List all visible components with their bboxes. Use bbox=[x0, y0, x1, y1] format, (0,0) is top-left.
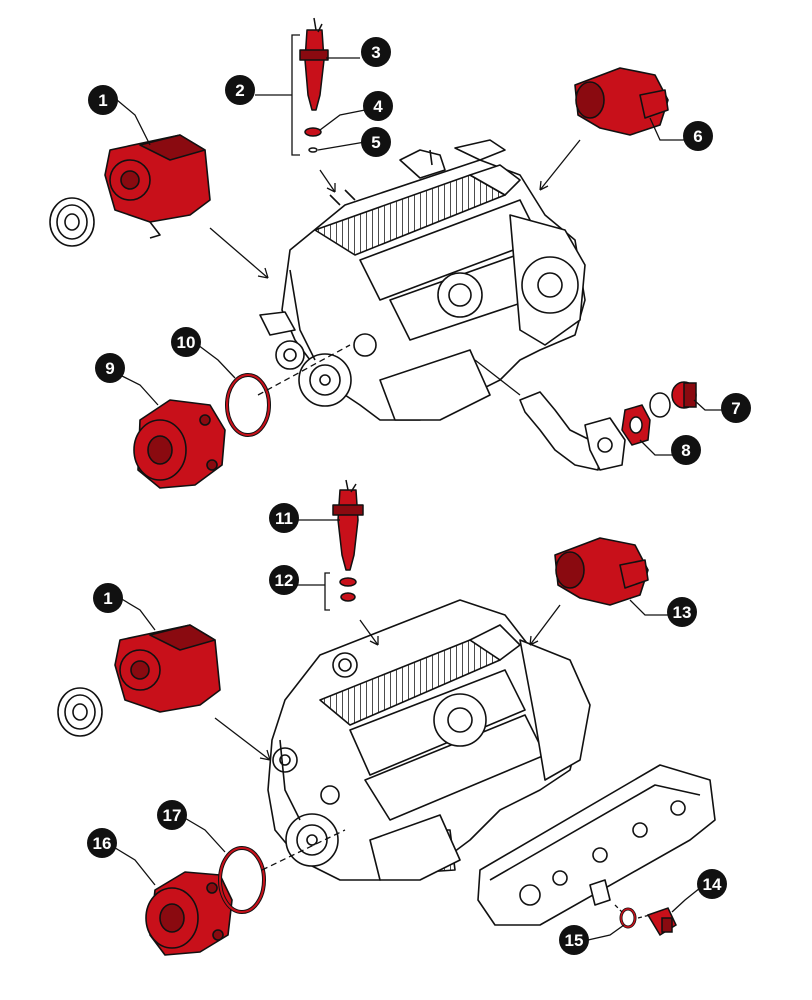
callout-label: 13 bbox=[673, 603, 692, 622]
callout-12: 12 bbox=[269, 565, 299, 595]
callout-1-lower: 1 bbox=[93, 583, 123, 613]
callout-5: 5 bbox=[361, 127, 391, 157]
callouts: 1 2 3 4 5 6 7 8 bbox=[87, 37, 751, 955]
oring-upper bbox=[225, 373, 271, 437]
oring-lower bbox=[218, 846, 266, 914]
callout-17: 17 bbox=[157, 800, 187, 830]
thermostat-lower bbox=[646, 907, 677, 937]
leader-lines bbox=[111, 34, 725, 941]
callout-label: 1 bbox=[98, 91, 107, 110]
callout-9: 9 bbox=[95, 353, 125, 383]
callout-label: 11 bbox=[275, 509, 293, 528]
callout-label: 2 bbox=[235, 81, 244, 100]
water-pump-upper bbox=[133, 399, 226, 489]
starter-upper bbox=[574, 67, 669, 136]
alternator-lower bbox=[114, 624, 221, 713]
callout-4: 4 bbox=[363, 91, 393, 121]
callout-label: 9 bbox=[105, 359, 114, 378]
callout-2: 2 bbox=[225, 75, 255, 105]
callout-1-upper: 1 bbox=[88, 85, 118, 115]
callout-label: 12 bbox=[275, 571, 294, 590]
callout-label: 10 bbox=[177, 333, 196, 352]
callout-7: 7 bbox=[721, 393, 751, 423]
callout-11: 11 bbox=[269, 503, 299, 533]
assembly-arrows bbox=[209, 139, 651, 919]
seal-ring-upper bbox=[649, 392, 671, 418]
starter-lower bbox=[554, 537, 649, 606]
callout-label: 6 bbox=[693, 127, 702, 146]
callout-3: 3 bbox=[361, 37, 391, 67]
callout-label: 17 bbox=[163, 806, 182, 825]
callout-8: 8 bbox=[671, 435, 701, 465]
callout-label: 16 bbox=[93, 834, 112, 853]
callout-label: 14 bbox=[703, 875, 722, 894]
callout-label: 5 bbox=[371, 133, 380, 152]
engine-lower bbox=[267, 599, 591, 881]
water-pump-lower bbox=[145, 871, 233, 956]
callout-label: 8 bbox=[681, 441, 690, 460]
injector-upper bbox=[299, 17, 329, 153]
callout-label: 7 bbox=[731, 399, 740, 418]
injector-lower bbox=[332, 479, 364, 602]
callout-13: 13 bbox=[667, 597, 697, 627]
seal-lower bbox=[619, 907, 637, 929]
callout-6: 6 bbox=[683, 121, 713, 151]
pulley-lower bbox=[57, 687, 103, 737]
callout-label: 1 bbox=[103, 589, 112, 608]
callout-10: 10 bbox=[171, 327, 201, 357]
engine-upper bbox=[259, 139, 586, 421]
thermostat-upper bbox=[671, 381, 697, 409]
callout-15: 15 bbox=[559, 925, 589, 955]
callout-16: 16 bbox=[87, 828, 117, 858]
callout-label: 3 bbox=[371, 43, 380, 62]
callout-14: 14 bbox=[697, 869, 727, 899]
alternator-upper bbox=[104, 134, 211, 239]
callout-label: 15 bbox=[565, 931, 584, 950]
callout-label: 4 bbox=[373, 97, 383, 116]
pulley-upper bbox=[49, 197, 95, 247]
gasket-upper bbox=[621, 404, 651, 446]
coolant-elbow-upper bbox=[519, 391, 626, 471]
water-manifold-lower bbox=[477, 764, 716, 926]
